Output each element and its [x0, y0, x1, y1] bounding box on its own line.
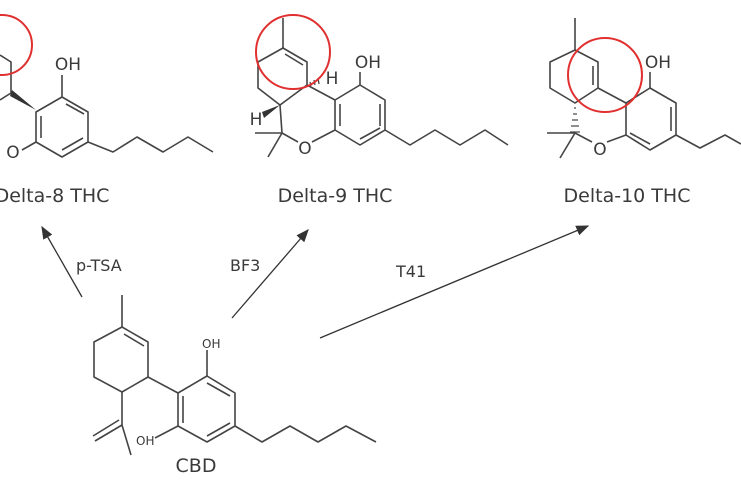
delta9-thc-structure: OH O H H Delta-9 THC — [250, 14, 509, 207]
reagent-bf3: BF3 — [230, 256, 260, 275]
oh-label: OH — [645, 53, 671, 73]
o-label: O — [6, 143, 19, 163]
arrow-to-delta10 — [319, 225, 590, 339]
highlight-circle — [255, 14, 331, 90]
delta10-thc-structure: OH O Delta-10 THC — [547, 18, 741, 207]
reagent-t41: T41 — [395, 262, 426, 281]
reaction-arrows: p-TSA BF3 T41 — [41, 225, 590, 339]
delta10-label: Delta-10 THC — [564, 185, 691, 207]
delta8-label: Delta-8 THC — [0, 185, 109, 207]
reagent-ptsa: p-TSA — [76, 256, 122, 275]
h-label: H — [326, 69, 339, 89]
highlight-circle — [0, 14, 33, 76]
delta8-thc-structure: OH O Delta-8 THC — [0, 14, 214, 207]
cbd-structure: OH OH CBD — [92, 295, 377, 477]
arrow-to-delta9 — [231, 229, 309, 319]
delta9-label: Delta-9 THC — [278, 185, 393, 207]
oh-label: OH — [136, 434, 154, 448]
oh-label: OH — [202, 337, 220, 351]
o-label: O — [298, 139, 311, 159]
oh-label: OH — [55, 55, 81, 75]
highlight-circle — [567, 37, 643, 113]
o-label: O — [593, 140, 606, 160]
h-label: H — [250, 110, 263, 130]
cbd-label: CBD — [176, 455, 217, 477]
arrow-to-delta8 — [41, 225, 83, 298]
oh-label: OH — [355, 53, 381, 73]
